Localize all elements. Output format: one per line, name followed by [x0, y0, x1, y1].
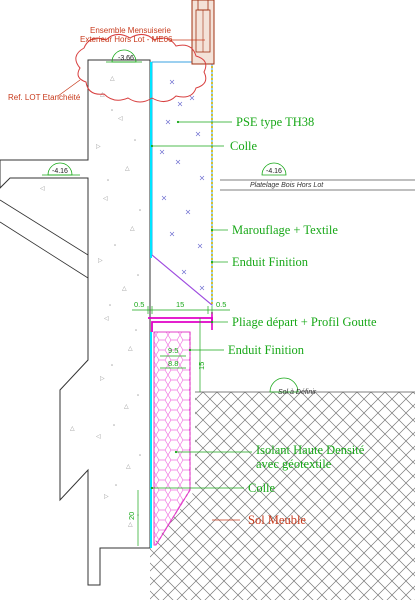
concrete-wall: △ ◁ ▷ △ ◁ △ ▷ △ ◁ △ ▷ △ ◁ △ ▷ △ △ ◁ △ [0, 59, 151, 586]
dim-15-vertical: 15 [197, 362, 206, 370]
svg-text:◁: ◁ [40, 186, 45, 192]
window-label-line2: Exterieur Hors Lot - ME06 [80, 35, 173, 44]
svg-text:◁: ◁ [96, 434, 101, 440]
marouflage-label: Marouflage + Textile [232, 223, 338, 237]
window-label-line1: Ensemble Mensuiserie [90, 26, 171, 35]
enduit-mid-label: Enduit Finition [228, 343, 305, 357]
starter-profile [148, 312, 213, 332]
svg-text:△: △ [125, 166, 130, 172]
svg-text:△: △ [128, 346, 133, 352]
svg-text:◁: ◁ [103, 196, 108, 202]
colle-bottom-label: Colle [248, 481, 276, 495]
dense-insulation [153, 331, 191, 546]
isolant-label-line2: avec géotextile [256, 457, 332, 471]
svg-text:△: △ [122, 286, 127, 292]
waterproofing-label: Ref. LOT Etanchéité [8, 93, 81, 102]
svg-text:▷: ▷ [100, 376, 105, 382]
dim-right: 0.5 [216, 300, 226, 309]
svg-text:▷: ▷ [104, 494, 109, 500]
sol-meuble-label: Sol Meuble [248, 513, 306, 527]
svg-text:△: △ [124, 404, 129, 410]
svg-text:△: △ [100, 92, 105, 98]
dim-9-5: 9.5 [168, 346, 178, 355]
svg-text:△: △ [110, 76, 115, 82]
svg-text:◁: ◁ [118, 116, 123, 122]
dimension-texts: 0.5 15 0.5 9.5 8.8 15 20 [127, 300, 226, 520]
pliage-label: Pliage départ + Profil Goutte [232, 315, 377, 329]
isolant-label-line1: Isolant Haute Densité [256, 443, 365, 457]
level-marker-left: -4.16 [42, 162, 80, 176]
dim-mid: 15 [176, 300, 184, 309]
svg-text:△: △ [130, 226, 135, 232]
level-left-text: -4.16 [52, 168, 68, 175]
ground-hatch [150, 391, 415, 600]
platelage-label: Platelage Bois Hors Lot [250, 182, 324, 189]
level-right-text: -4.16 [266, 168, 282, 175]
colle-top-label: Colle [230, 139, 258, 153]
svg-text:△: △ [70, 426, 75, 432]
level-marker-top: -3.66 [106, 49, 142, 63]
dim-left: 0.5 [134, 300, 144, 309]
level-marker-right: -4.16 Platelage Bois Hors Lot [220, 162, 415, 191]
dimension-lines [132, 306, 230, 546]
svg-text:◁: ◁ [104, 316, 109, 322]
enduit-top-label: Enduit Finition [232, 255, 309, 269]
waterproofing-cloud [75, 34, 207, 103]
pse-label: PSE type TH38 [236, 115, 314, 129]
pse-insulation [151, 61, 213, 307]
window-frame [191, 0, 215, 65]
ground-level-marker: Sol à Définir [269, 377, 317, 396]
leader-lines [57, 39, 252, 521]
dim-8-8: 8.8 [168, 359, 178, 368]
dim-20-vertical: 20 [127, 512, 136, 520]
level-top-text: -3.66 [118, 55, 134, 62]
sol-definir-label: Sol à Définir [278, 389, 317, 396]
svg-text:▷: ▷ [98, 258, 103, 264]
svg-text:△: △ [128, 522, 133, 528]
svg-text:△: △ [126, 464, 131, 470]
svg-text:▷: ▷ [96, 144, 101, 150]
